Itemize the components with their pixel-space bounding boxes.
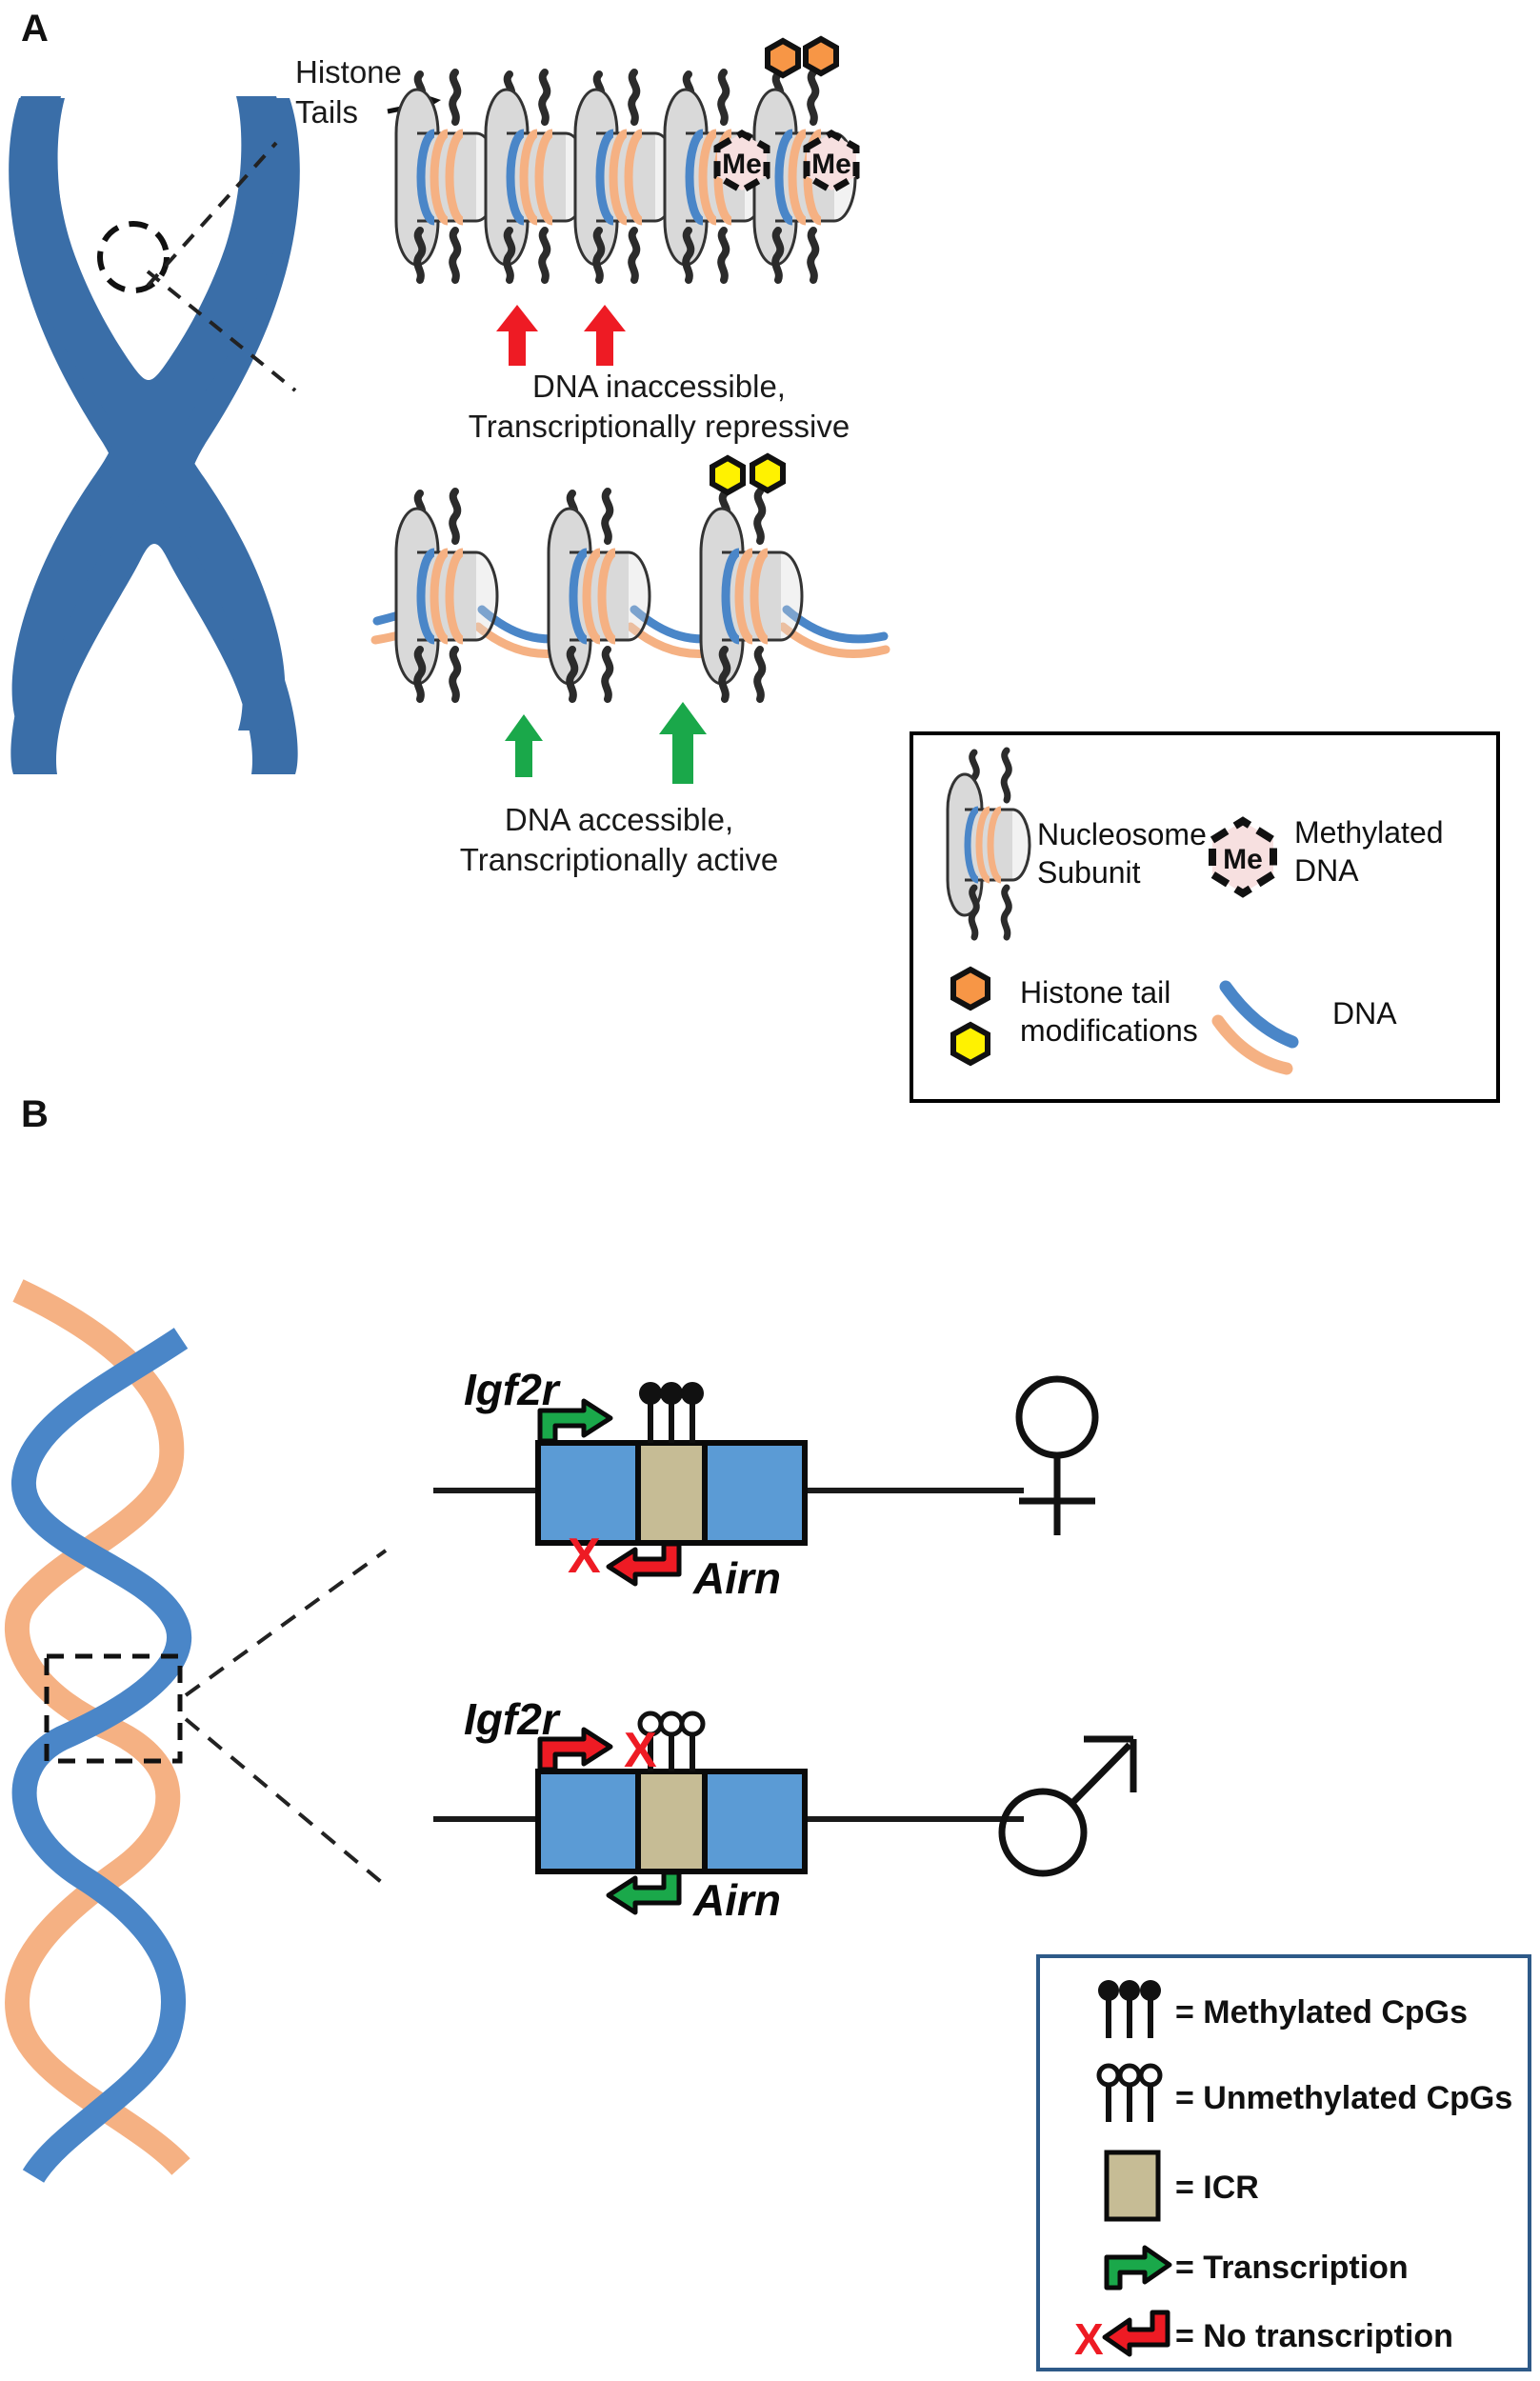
svg-text:X: X (1074, 2314, 1104, 2364)
legend-label-methylated-dna: Methylated DNA (1294, 815, 1444, 888)
red-no-transcription-arrow-icon (606, 1541, 682, 1587)
legend-label-methylated-cpgs: = Methylated CpGs (1175, 1994, 1469, 2031)
repressive-nucleosome-chain: Me Me (389, 35, 860, 295)
svg-text:Me: Me (722, 149, 762, 180)
legend-label-transcription: = Transcription (1175, 2250, 1409, 2286)
svg-text:Me: Me (811, 149, 851, 180)
red-compaction-arrow-icon (584, 305, 626, 366)
red-compaction-arrow-icon (496, 305, 538, 366)
maternal-airn-no-transcription-x: X (568, 1529, 601, 1584)
paternal-airn-gene-label: Airn (693, 1875, 781, 1925)
legend-label-dna: DNA (1332, 996, 1397, 1030)
legend-label-icr: = ICR (1175, 2170, 1259, 2206)
unmethylated-cpgs-icon (1096, 2063, 1163, 2122)
legend-label-no-transcription: = No transcription (1175, 2318, 1453, 2354)
zoom-region-rectangle (44, 1653, 183, 1764)
green-transcription-arrow-icon (606, 1870, 682, 1915)
male-symbol-icon (998, 1735, 1137, 1877)
panel-a-legend-box: Nucleosome Subunit Me Methylated DNA His… (910, 731, 1500, 1103)
histone-tail-modification-icon (950, 966, 990, 1067)
leader-line-active (146, 270, 297, 392)
histone-tail-modification-orange-icon (765, 35, 839, 79)
female-symbol-icon (1015, 1375, 1099, 1535)
icr-box-icon (1104, 2150, 1161, 2222)
green-accessibility-arrow-icon (505, 714, 543, 777)
maternal-airn-gene-label: Airn (693, 1553, 781, 1603)
methylated-dna-marker: Me (713, 129, 770, 195)
dna-double-helix (5, 1279, 192, 2184)
legend-label-histone-tail-modifications: Histone tail modifications (1020, 975, 1198, 1048)
histone-tail-modification-yellow-icon (710, 452, 786, 496)
methylated-dna-icon: Me (1209, 816, 1277, 898)
leader-line-paternal (184, 1717, 388, 1888)
paternal-igf2r-gene-label: Igf2r (464, 1694, 559, 1744)
panel-b-letter: B (21, 1093, 49, 1135)
leader-line-maternal (184, 1549, 388, 1697)
unmethylated-cpgs-icon (637, 1711, 706, 1771)
panel-b-legend-box: = Methylated CpGs = Unmethylated CpGs = … (1036, 1954, 1531, 2371)
methylated-dna-marker: Me (803, 129, 860, 195)
repressive-caption: DNA inaccessible, Transcriptionally repr… (468, 369, 850, 445)
legend-label-unmethylated-cpgs: = Unmethylated CpGs (1175, 2080, 1513, 2116)
methylated-cpgs-icon (1098, 1980, 1161, 2038)
dna-strand-icon (1211, 980, 1299, 1075)
panel-a-letter: A (21, 8, 49, 50)
methylated-cpgs-icon (639, 1382, 704, 1443)
histone-tails-label: Histone Tails (295, 54, 402, 130)
active-nucleosome-chain (370, 452, 890, 762)
green-transcription-arrow-icon (537, 1398, 613, 1444)
maternal-igf2r-gene-label: Igf2r (464, 1365, 559, 1414)
svg-text:Me: Me (1223, 844, 1263, 875)
nucleosome-subunit-icon (946, 747, 1031, 941)
red-no-transcription-arrow-icon: X (1074, 2310, 1170, 2364)
maternal-allele-diagram (433, 1382, 1024, 1587)
leader-line-repressive (146, 141, 278, 288)
green-transcription-arrow-icon (1104, 2245, 1172, 2291)
green-accessibility-arrow-icon (659, 702, 707, 784)
red-no-transcription-arrow-icon (537, 1727, 613, 1772)
active-caption: DNA accessible, Transcriptionally active (459, 802, 779, 878)
chromosome-shape (10, 96, 287, 730)
paternal-igf2r-no-transcription-x: X (624, 1723, 657, 1778)
paternal-allele-diagram (433, 1711, 1024, 1915)
legend-label-nucleosome-subunit: Nucleosome Subunit (1037, 817, 1207, 890)
zoom-region-circle (97, 221, 170, 293)
